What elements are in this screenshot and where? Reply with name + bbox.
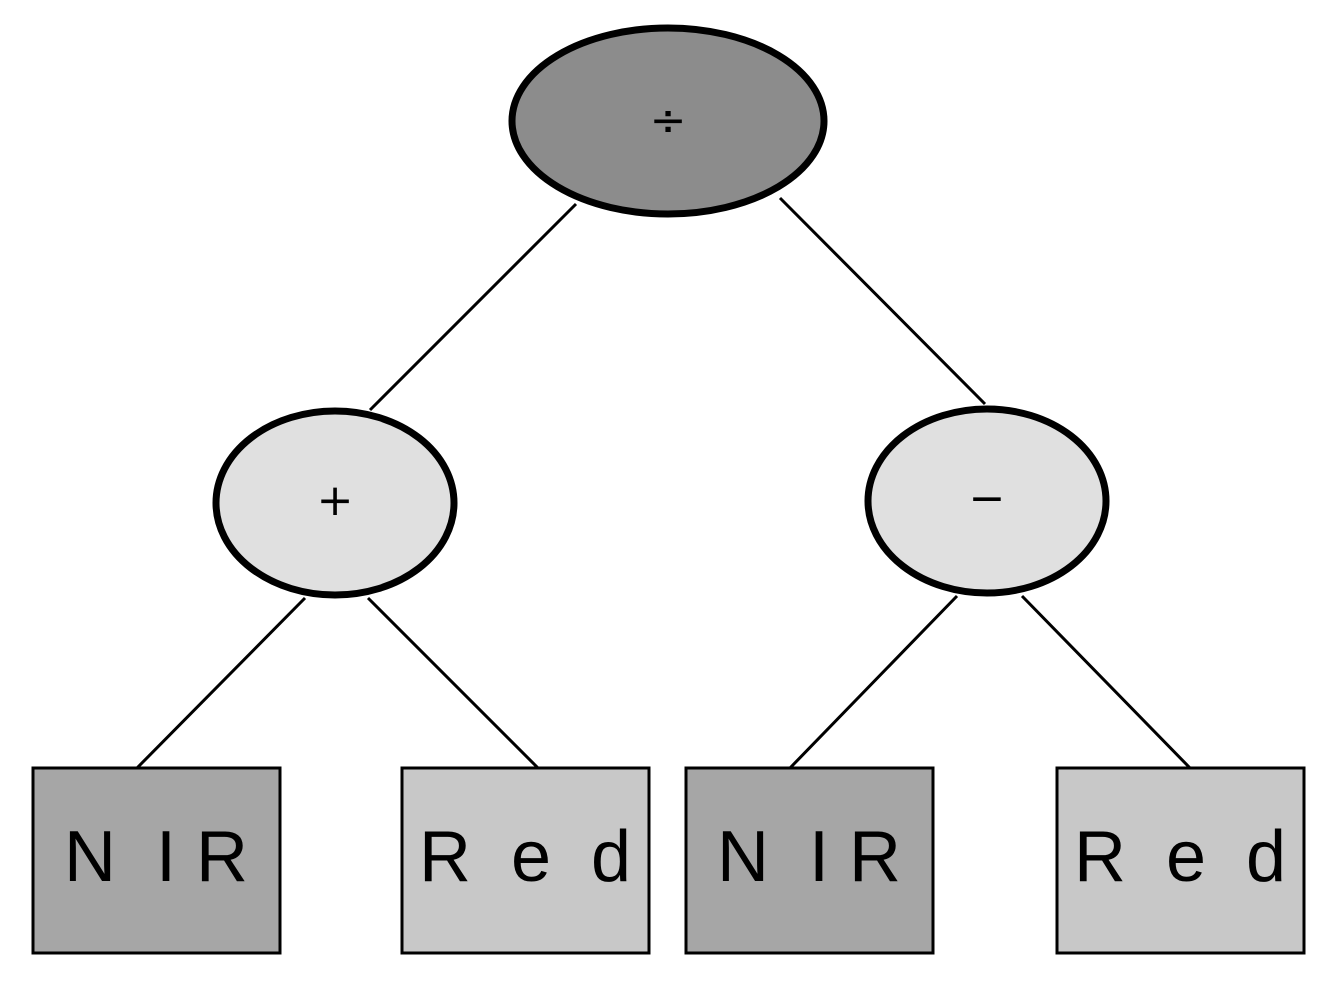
- leaf-label-nir: N I R: [717, 817, 901, 897]
- leaf-node-2: R e d: [400, 766, 651, 955]
- edge-right-leaf4: [1020, 594, 1192, 770]
- right-operator-label: −: [969, 473, 1006, 524]
- root-operator-label: ÷: [650, 95, 687, 146]
- leaf-label-red: R e d: [419, 817, 631, 897]
- left-operator-node: +: [212, 407, 458, 599]
- leaf-box: [684, 766, 935, 955]
- leaf-box: [1055, 766, 1306, 955]
- leaf-label-nir: N I R: [64, 817, 248, 897]
- leaf-node-4: R e d: [1055, 766, 1306, 955]
- root-ellipse: [508, 24, 828, 218]
- leaf-node-1: N I R: [31, 766, 282, 955]
- root-node: ÷: [508, 24, 828, 218]
- edge-root-right: [778, 196, 987, 406]
- leaf-box: [400, 766, 651, 955]
- edge-root-left: [368, 202, 578, 412]
- left-operator-label: +: [317, 475, 354, 526]
- edge-right-leaf3: [788, 594, 959, 770]
- leaf-box: [31, 766, 282, 955]
- leaf-node-3: N I R: [684, 766, 935, 955]
- right-operator-ellipse: [864, 405, 1110, 597]
- right-operator-node: −: [864, 405, 1110, 597]
- leaf-label-red: R e d: [1074, 817, 1286, 897]
- edge-left-leaf2: [366, 596, 540, 770]
- left-operator-ellipse: [212, 407, 458, 599]
- edge-left-leaf1: [135, 596, 307, 770]
